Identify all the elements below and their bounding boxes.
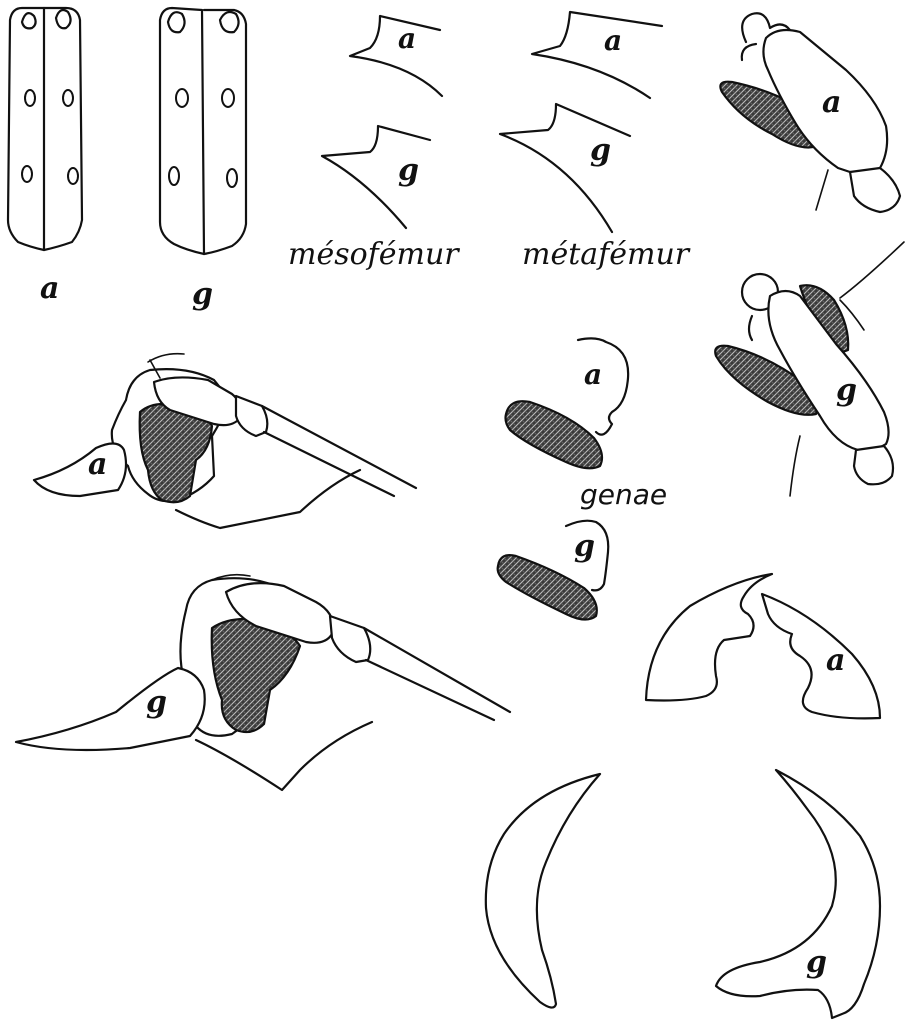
elytra-figure-a: a [8,8,82,306]
label-adult-mandible: a [826,643,845,678]
label-gyn-metafemur: g [590,133,611,168]
label-adult-mesofemur: a [398,22,416,55]
label-gyn-body: g [146,685,167,720]
mandible-figure-g: g [486,770,880,1018]
caption-metafemur: métafémur [522,237,691,272]
elytra-figure-g: g [160,8,246,312]
head-lateral-g: g [715,242,904,496]
caption-mesofemur: mésofémur [288,237,460,272]
head-lateral-a: a [720,13,900,212]
label-adult-genae: a [584,358,602,391]
caption-genae: genae [580,478,667,511]
metafemur-figure: a g métafémur [500,12,691,272]
label-adult-elytra: a [40,271,59,306]
mesofemur-figure: a g mésofémur [288,16,460,272]
mandible-figure-a: a [646,574,880,718]
genae-figure: a genae g [498,338,667,619]
label-gyn-head: g [836,373,857,408]
label-adult-metafemur: a [604,24,622,57]
label-adult-head: a [822,85,841,120]
label-gyn-elytra: g [192,277,213,312]
label-gyn-genae: g [574,529,595,564]
body-lateral-a: a [34,354,416,528]
body-lateral-g: g [16,575,510,790]
label-gyn-mesofemur: g [398,153,419,188]
label-adult-body: a [88,447,107,482]
label-gyn-mandible: g [806,945,827,980]
